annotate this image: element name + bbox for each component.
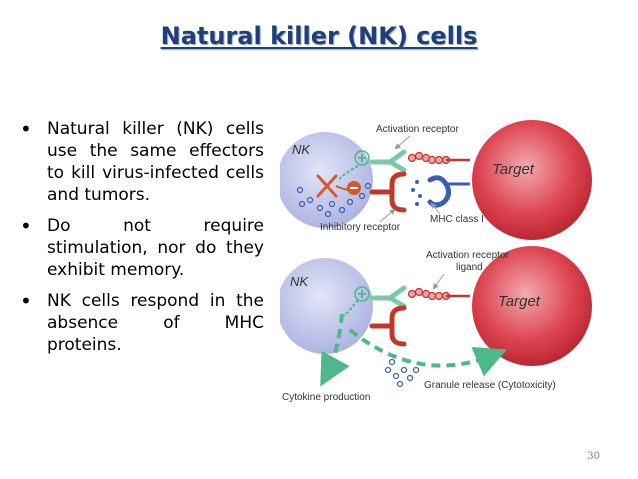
plus-icon	[354, 150, 370, 166]
target-label: Target	[498, 293, 541, 310]
nk-label: NK	[292, 142, 311, 157]
activation-ligand-label: Activation receptor	[426, 250, 509, 261]
mhc-class-label: MHC class I	[430, 214, 484, 225]
bullet-item: •Do not require stimulation, nor do they…	[20, 214, 264, 280]
bullet-item: •NK cells respond in the absence of MHC …	[20, 289, 264, 355]
cytokine-production-label: Cytokine production	[282, 392, 370, 403]
inhibitory-receptor-shape	[369, 305, 407, 347]
activation-receptor-shape	[369, 149, 407, 173]
nk-label: NK	[290, 274, 309, 289]
granules	[296, 182, 372, 218]
nk-cell-diagram: NK Target	[280, 120, 592, 403]
cross-icon	[316, 174, 338, 198]
granule-release-label: Granule release (Cytotoxicity)	[424, 380, 556, 391]
nk-cell	[280, 258, 373, 354]
ligand-chain	[407, 151, 451, 165]
activation-receptor-shape	[369, 285, 407, 309]
bullet-list: •Natural killer (NK) cells use the same …	[20, 118, 264, 365]
bullet-icon: •	[20, 289, 32, 313]
activation-receptor-label: Activation receptor	[376, 124, 459, 135]
minus-icon	[347, 181, 361, 195]
mhc-class-shape	[411, 175, 470, 208]
bullet-icon: •	[20, 214, 32, 238]
ligand-chain	[407, 287, 451, 301]
cytokine-arrow	[320, 313, 350, 387]
plus-icon	[354, 286, 370, 302]
target-cell	[472, 120, 592, 240]
inhibitory-receptor-label: Inhibitory receptor	[320, 222, 401, 233]
bullet-icon: •	[20, 117, 32, 141]
cytotoxicity-arrow	[348, 328, 508, 377]
target-cell	[472, 246, 592, 366]
slide-title: Natural killer (NK) cells	[160, 22, 478, 50]
page-number: 30	[587, 451, 600, 462]
target-label: Target	[492, 161, 535, 178]
top-panel: NK Target	[280, 120, 592, 240]
inhibitory-receptor-shape	[369, 171, 407, 213]
bullet-item: •Natural killer (NK) cells use the same …	[20, 117, 264, 205]
activation-ligand-label-2: ligand	[456, 262, 483, 273]
released-granules	[384, 358, 420, 388]
bottom-panel: NK Target Activation receptor ligand	[280, 246, 592, 403]
